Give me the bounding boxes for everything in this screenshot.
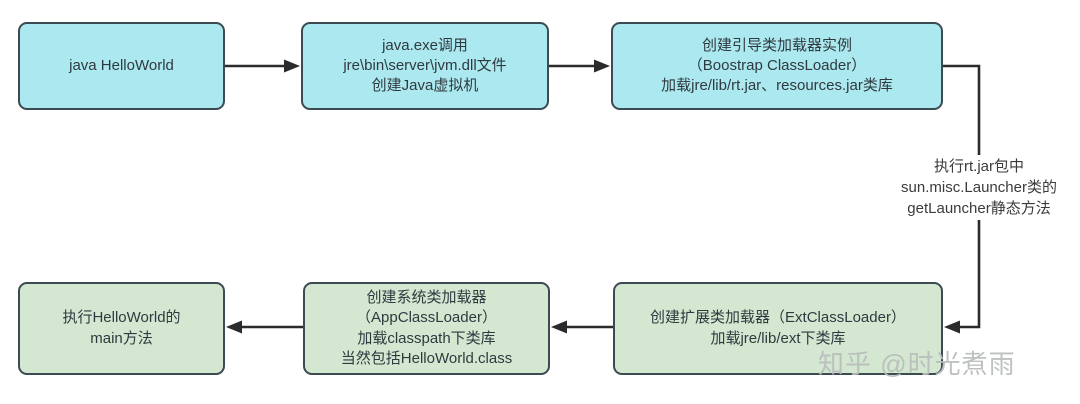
node-java-exe-jvm-dll[interactable]: java.exe调用 jre\bin\server\jvm.dll文件 创建Ja… [301,22,549,110]
node-app-classloader[interactable]: 创建系统类加载器 （AppClassLoader） 加载classpath下类库… [303,282,550,375]
node-ext-classloader[interactable]: 创建扩展类加载器（ExtClassLoader） 加载jre/lib/ext下类… [613,282,943,375]
node-java-helloworld[interactable]: java HelloWorld [18,22,225,110]
edge-app-to-main [226,320,303,334]
edge-ext-to-app [551,320,613,334]
edge-jvm-to-bootstrap [549,59,610,73]
edge-java-to-jvm [225,59,300,73]
edge-label-launcher: 执行rt.jar包中 sun.misc.Launcher类的 getLaunch… [880,155,1078,220]
node-execute-main-method[interactable]: 执行HelloWorld的 main方法 [18,282,225,375]
watermark-zhihu: 知乎 @时光煮雨 [818,349,1016,379]
node-bootstrap-classloader[interactable]: 创建引导类加载器实例 （Boostrap ClassLoader） 加载jre/… [611,22,943,110]
